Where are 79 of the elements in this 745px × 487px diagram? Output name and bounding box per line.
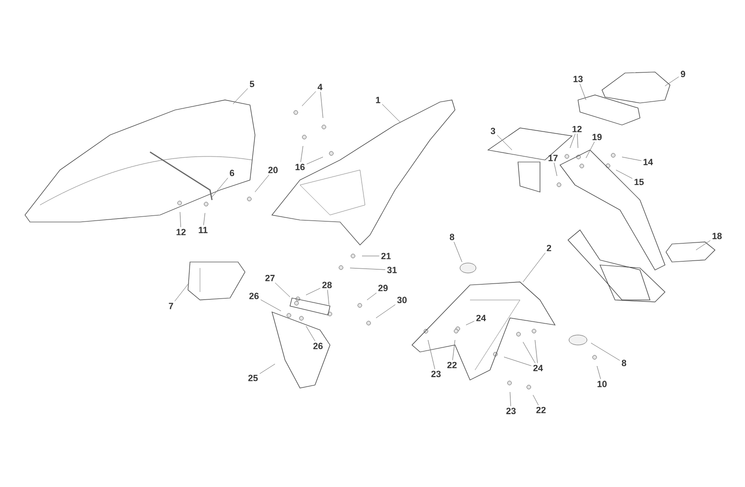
leader-line — [274, 282, 290, 298]
callout-number: 29 — [378, 284, 388, 292]
leader-line — [306, 288, 321, 296]
callout-number: 10 — [598, 380, 607, 388]
leader-line — [664, 76, 680, 86]
callout-number: 23 — [506, 408, 516, 414]
callout-number: 15 — [634, 178, 644, 186]
callout-number: 7 — [168, 302, 174, 310]
leader-line — [577, 134, 578, 148]
callout-number: 8 — [450, 234, 454, 240]
callout-number: 24 — [533, 364, 543, 372]
callout-number: 13 — [574, 76, 583, 82]
callout-number: 28 — [322, 282, 332, 288]
callout-number: 25 — [248, 374, 258, 382]
callout-number: 18 — [712, 232, 722, 240]
callout-number: 11 — [198, 226, 208, 234]
leader-line — [596, 366, 601, 380]
leader-line — [504, 356, 532, 366]
leader-line — [302, 91, 316, 106]
leader-line — [174, 282, 190, 302]
callout-number: 1 — [376, 96, 380, 104]
callout-number: 5 — [250, 80, 254, 88]
leader-line — [300, 146, 304, 162]
leader-line — [522, 342, 536, 364]
leader-line — [590, 342, 620, 361]
callout-number: 26 — [249, 292, 259, 300]
callout-number: 3 — [490, 128, 496, 134]
leader-line — [232, 88, 248, 104]
leader-line — [212, 178, 228, 198]
leader-line — [696, 240, 711, 250]
leader-line — [366, 292, 377, 300]
leader-line — [454, 242, 462, 262]
callout-number: 22 — [447, 362, 457, 368]
leader-line — [532, 394, 539, 406]
callout-number: 17 — [548, 154, 558, 162]
callout-number: 20 — [268, 166, 278, 174]
leader-line — [622, 156, 642, 161]
leader-line — [522, 252, 546, 282]
leader-line — [570, 134, 576, 148]
callout-number: 19 — [592, 134, 602, 140]
callout-number: 14 — [644, 158, 653, 166]
callout-number: 9 — [680, 70, 686, 78]
callout-number: 23 — [431, 370, 441, 378]
leader-line — [496, 134, 512, 150]
callout-number: 30 — [397, 296, 407, 304]
leader-line — [554, 162, 558, 176]
leader-line — [586, 142, 595, 158]
callout-number: 8 — [622, 360, 626, 366]
leader-line — [306, 326, 316, 342]
leader-line — [327, 290, 330, 306]
callout-number: 22 — [536, 406, 546, 414]
leader-line — [382, 104, 400, 122]
leader-line — [534, 340, 538, 364]
leader-line — [452, 340, 456, 360]
leader-line — [428, 340, 436, 370]
callout-number: 2 — [546, 244, 552, 252]
callout-number: 12 — [572, 126, 582, 132]
callout-number: 4 — [318, 84, 322, 90]
callout-number: 27 — [265, 274, 275, 282]
callout-number: 24 — [476, 314, 486, 322]
leader-line — [580, 84, 586, 100]
leader-line — [616, 170, 633, 179]
leader-line — [320, 92, 324, 118]
leader-line — [180, 212, 182, 228]
leader-line — [350, 268, 386, 270]
leader-line — [510, 392, 511, 406]
callout-number: 31 — [387, 266, 397, 274]
leader-line — [260, 299, 282, 312]
leader-line — [254, 174, 270, 192]
leader-line — [203, 212, 206, 226]
leader-line — [466, 320, 475, 326]
leader-line — [259, 364, 276, 374]
callout-number: 12 — [176, 228, 186, 236]
leader-line — [306, 156, 324, 164]
callout-number: 26 — [313, 342, 323, 350]
callout-number: 21 — [381, 252, 391, 260]
callout-number: 6 — [230, 170, 234, 176]
leader-line — [376, 304, 396, 318]
callout-number: 16 — [296, 164, 305, 170]
